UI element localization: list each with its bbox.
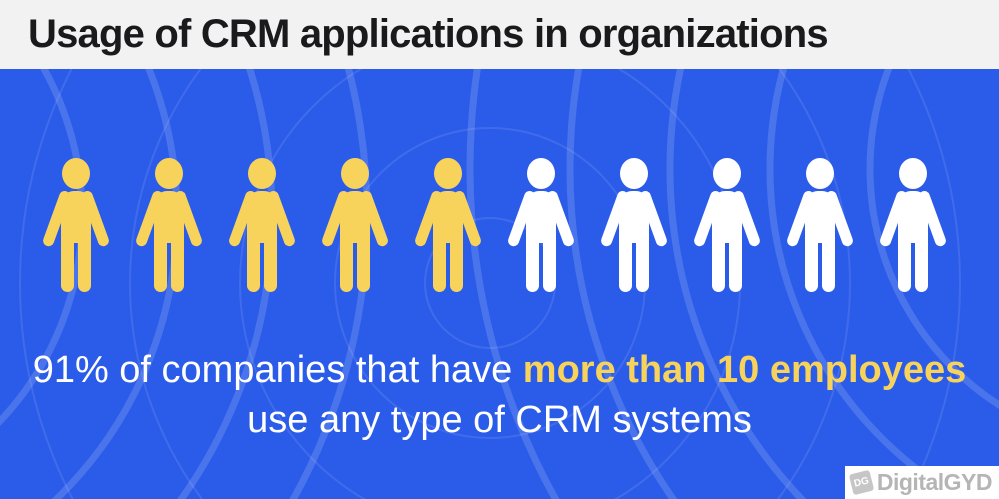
people-row — [38, 158, 951, 292]
person-right-leg — [450, 226, 463, 292]
person-left-arm — [229, 191, 257, 247]
person-head — [899, 158, 927, 189]
watermark-digitalgyd: DG DigitalGYD — [844, 466, 999, 499]
person-left-arm — [601, 191, 629, 247]
infographic-stage: 91% of companies that have more than 10 … — [0, 69, 999, 499]
person-icon — [229, 158, 295, 292]
person-left-leg — [526, 226, 539, 292]
person-right-arm — [453, 191, 481, 247]
person-right-leg — [357, 226, 370, 292]
caption: 91% of companies that have more than 10 … — [0, 345, 999, 445]
person-right-leg — [915, 226, 928, 292]
person-left-arm — [43, 191, 71, 247]
caption-highlight: more than 10 employees — [522, 349, 967, 391]
person-right-arm — [639, 191, 667, 247]
person-head — [248, 158, 276, 189]
person-icon — [694, 158, 760, 292]
person-head — [713, 158, 741, 189]
person-right-leg — [78, 226, 91, 292]
caption-line-2: use any type of CRM systems — [247, 399, 752, 441]
person-right-arm — [174, 191, 202, 247]
person-head — [620, 158, 648, 189]
person-left-leg — [340, 226, 353, 292]
person-left-arm — [508, 191, 536, 247]
person-right-arm — [267, 191, 295, 247]
person-left-arm — [415, 191, 443, 247]
person-right-arm — [825, 191, 853, 247]
digitalgyd-logo-icon: DG — [848, 469, 875, 496]
person-left-arm — [322, 191, 350, 247]
person-head — [434, 158, 462, 189]
person-right-leg — [543, 226, 556, 292]
person-left-arm — [880, 191, 908, 247]
person-icon — [508, 158, 574, 292]
person-right-arm — [732, 191, 760, 247]
caption-prefix: 91% of companies that have — [32, 349, 523, 391]
person-right-leg — [822, 226, 835, 292]
person-left-leg — [247, 226, 260, 292]
person-left-leg — [154, 226, 167, 292]
person-right-leg — [264, 226, 277, 292]
person-left-leg — [61, 226, 74, 292]
person-head — [155, 158, 183, 189]
person-right-leg — [729, 226, 742, 292]
person-right-arm — [918, 191, 946, 247]
person-right-arm — [360, 191, 388, 247]
person-right-leg — [636, 226, 649, 292]
person-left-arm — [694, 191, 722, 247]
title-bar: Usage of CRM applications in organizatio… — [0, 0, 999, 69]
person-left-leg — [805, 226, 818, 292]
person-icon — [43, 158, 109, 292]
page-title: Usage of CRM applications in organizatio… — [28, 12, 829, 56]
person-icon — [880, 158, 946, 292]
watermark-name: DigitalGYD — [876, 469, 993, 495]
person-left-leg — [712, 226, 725, 292]
person-left-leg — [898, 226, 911, 292]
person-left-leg — [619, 226, 632, 292]
person-left-leg — [433, 226, 446, 292]
person-icon — [601, 158, 667, 292]
person-icon — [322, 158, 388, 292]
person-right-arm — [81, 191, 109, 247]
person-right-arm — [546, 191, 574, 247]
person-left-arm — [787, 191, 815, 247]
person-left-arm — [136, 191, 164, 247]
person-icon — [415, 158, 481, 292]
person-right-leg — [171, 226, 184, 292]
person-head — [806, 158, 834, 189]
person-icon — [136, 158, 202, 292]
person-head — [62, 158, 90, 189]
person-head — [527, 158, 555, 189]
person-head — [341, 158, 369, 189]
person-icon — [787, 158, 853, 292]
caption-line-1: 91% of companies that have more than 10 … — [0, 345, 999, 395]
